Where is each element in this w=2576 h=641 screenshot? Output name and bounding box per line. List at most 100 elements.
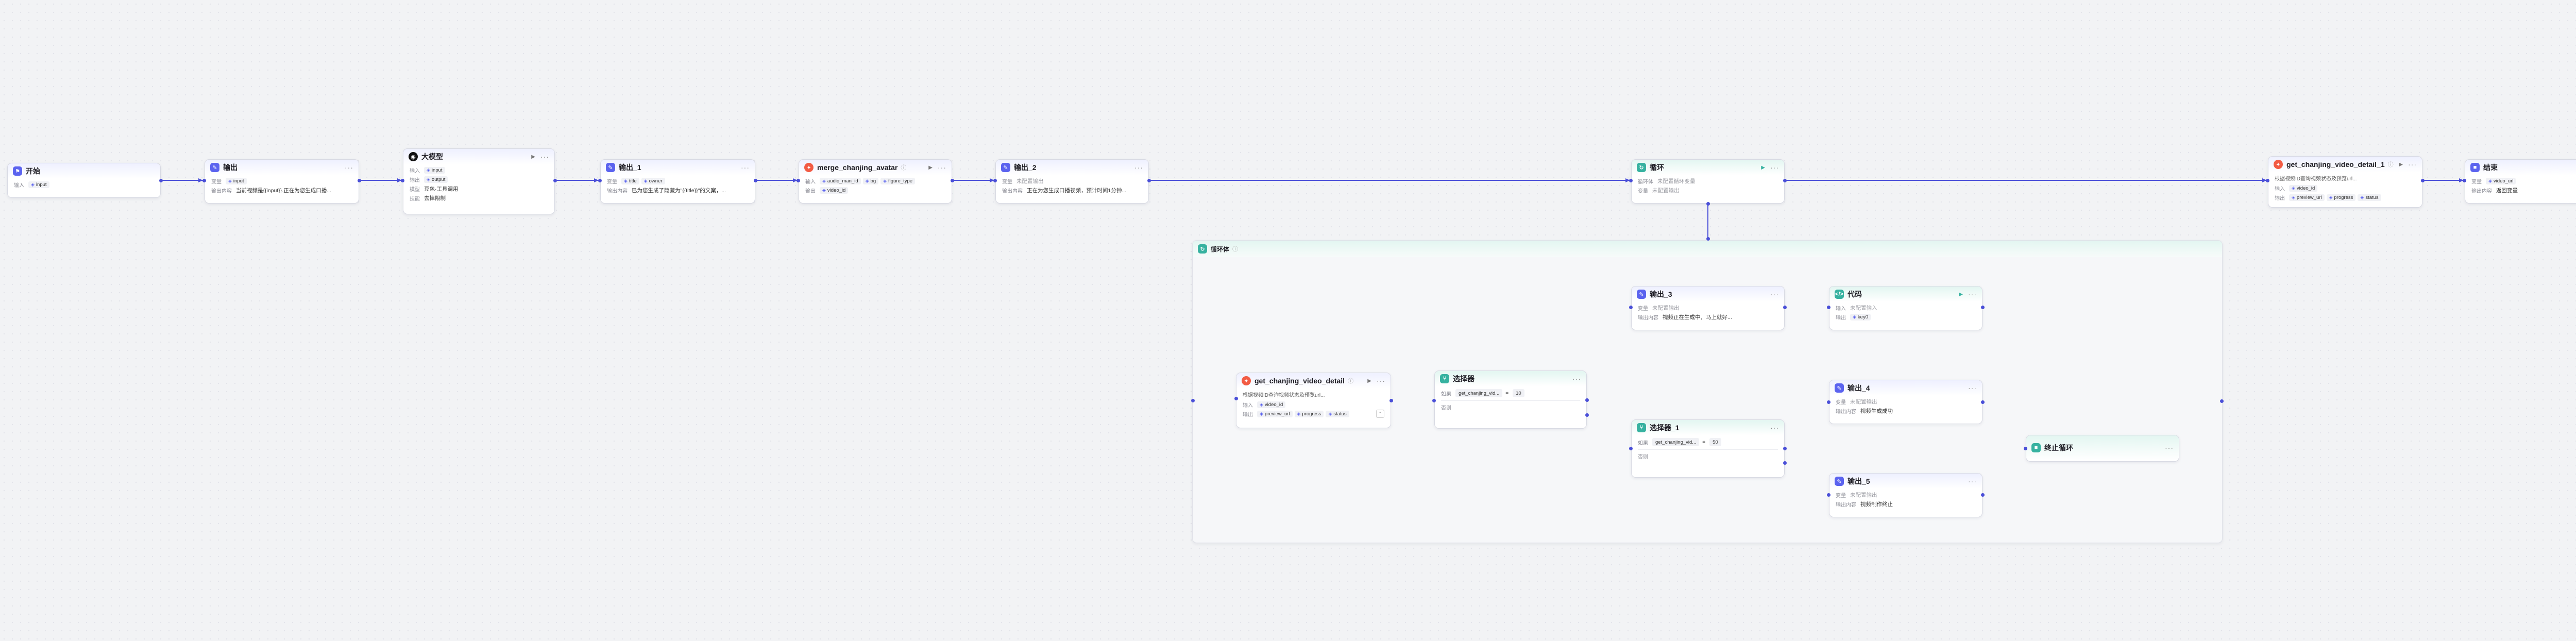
more-icon[interactable]: ···: [540, 153, 549, 161]
port[interactable]: [1389, 399, 1393, 402]
port[interactable]: [1783, 447, 1787, 450]
condition-value[interactable]: 10: [1513, 389, 1524, 397]
field-value: 未配置输出: [1652, 187, 1680, 194]
port[interactable]: [553, 179, 557, 182]
more-icon[interactable]: ···: [938, 163, 946, 172]
port[interactable]: [1981, 400, 1985, 404]
port[interactable]: [1147, 179, 1151, 182]
port[interactable]: [1706, 202, 1710, 206]
more-icon[interactable]: ···: [345, 163, 353, 172]
more-icon[interactable]: ···: [1968, 477, 1977, 485]
port[interactable]: [1629, 306, 1633, 309]
run-icon[interactable]: ▶: [928, 164, 933, 171]
port[interactable]: [754, 179, 757, 182]
port[interactable]: [2463, 179, 2466, 182]
more-icon[interactable]: ···: [1134, 163, 1143, 172]
more-icon[interactable]: ···: [1770, 163, 1779, 172]
node-code[interactable]: </> 代码 ▶ ··· 输入 未配置输入 输出 ◈key0: [1829, 286, 1982, 330]
port[interactable]: [1827, 400, 1831, 404]
port[interactable]: [358, 179, 361, 182]
info-icon[interactable]: ⓘ: [1348, 378, 1354, 384]
port[interactable]: [1783, 179, 1787, 182]
node-llm[interactable]: ◉ 大模型 ▶ ··· 输入 ◈input 输出 ◈output 模型 豆包·工…: [403, 148, 555, 214]
port[interactable]: [2266, 179, 2269, 182]
port[interactable]: [993, 179, 997, 182]
loop-icon: ↻: [1198, 244, 1207, 254]
expand-icon[interactable]: ⌃: [1376, 410, 1384, 418]
port[interactable]: [202, 179, 206, 182]
node-end[interactable]: ■ 结束 变量 ◈video_url 输出内容 返回变量: [2465, 159, 2576, 204]
node-get-chanjing-video-detail-1[interactable]: ✦ get_chanjing_video_detail_1 ⓘ ▶ ··· 根据…: [2268, 156, 2422, 208]
more-icon[interactable]: ···: [741, 163, 750, 172]
node-title: 选择器_1: [1650, 424, 1680, 432]
port[interactable]: [1585, 398, 1589, 402]
port[interactable]: [1629, 179, 1633, 182]
more-icon[interactable]: ···: [1377, 377, 1385, 385]
more-icon[interactable]: ···: [2408, 160, 2417, 168]
run-icon[interactable]: ▶: [1367, 378, 1371, 384]
port[interactable]: [796, 179, 800, 182]
port[interactable]: [1191, 399, 1195, 402]
node-output[interactable]: ✎ 输出 ··· 变量 ◈input 输出内容 当前视频是{{input}}.正…: [205, 159, 359, 204]
divider: [1638, 449, 1778, 450]
node-output-1[interactable]: ✎ 输出_1 ··· 变量 ◈title ◈owner 输出内容 已为您生成了隐…: [600, 159, 755, 204]
var-tag: ◈audio_man_id: [820, 177, 861, 184]
port[interactable]: [2024, 447, 2027, 450]
port[interactable]: [1827, 493, 1831, 497]
port[interactable]: [951, 179, 954, 182]
port[interactable]: [2421, 179, 2425, 182]
field-label: 输出内容: [211, 188, 232, 194]
port[interactable]: [1629, 447, 1633, 450]
port[interactable]: [1981, 306, 1985, 309]
run-icon[interactable]: ▶: [531, 154, 535, 160]
field-label: 输出: [1243, 412, 1253, 418]
node-output-2[interactable]: ✎ 输出_2 ··· 变量 未配置输出 输出内容 正在为您生成口播视频，预计时间…: [995, 159, 1149, 204]
run-icon[interactable]: ▶: [1761, 164, 1765, 171]
port[interactable]: [598, 179, 602, 182]
end-icon: ■: [2470, 163, 2480, 172]
more-icon[interactable]: ···: [1968, 384, 1977, 392]
port[interactable]: [1234, 397, 1238, 400]
skill-value: 去掉限制: [424, 195, 446, 201]
more-icon[interactable]: ···: [1770, 290, 1779, 298]
node-stop-loop[interactable]: ■ 终止循环 ···: [2026, 435, 2179, 462]
node-output-5[interactable]: ✎ 输出_5 ··· 变量 未配置输出 输出内容 视频制作终止: [1829, 473, 1982, 517]
node-selector-1[interactable]: ⑂ 选择器_1 ··· 如果 get_chanjing_vid... = 50 …: [1631, 419, 1785, 478]
more-icon[interactable]: ···: [1770, 424, 1779, 432]
info-icon[interactable]: ⓘ: [1232, 246, 1239, 252]
more-icon[interactable]: ···: [1968, 290, 1977, 298]
code-icon: </>: [1835, 290, 1844, 299]
port[interactable]: [1432, 399, 1436, 402]
port[interactable]: [1706, 237, 1710, 241]
port[interactable]: [1827, 306, 1831, 309]
condition-variable[interactable]: get_chanjing_vid...: [1652, 438, 1700, 446]
node-loop[interactable]: ↻ 循环 ▶ ··· 循环体 未配置循环变量 变量 未配置输出: [1631, 159, 1785, 204]
port[interactable]: [1783, 306, 1787, 309]
info-icon[interactable]: ⓘ: [2387, 162, 2394, 168]
node-output-3[interactable]: ✎ 输出_3 ··· 变量 未配置输出 输出内容 视频正在生成中，马上就好...: [1631, 286, 1785, 330]
port[interactable]: [1981, 493, 1985, 497]
node-description: 根据视频ID查询视频状态及预览url...: [1243, 393, 1325, 398]
port[interactable]: [401, 179, 404, 182]
more-icon[interactable]: ···: [2165, 444, 2174, 452]
port[interactable]: [2220, 399, 2224, 403]
condition-variable[interactable]: get_chanjing_vid...: [1455, 389, 1503, 397]
condition-value[interactable]: 50: [1709, 438, 1721, 446]
more-icon[interactable]: ···: [1572, 375, 1581, 383]
run-icon[interactable]: ▶: [1959, 291, 1963, 297]
port[interactable]: [1585, 413, 1589, 417]
field-label: 变量: [1836, 399, 1846, 406]
run-icon[interactable]: ▶: [2399, 161, 2403, 167]
condition-operator: =: [1505, 390, 1509, 396]
node-get-chanjing-video-detail[interactable]: ✦ get_chanjing_video_detail ⓘ ▶ ··· 根据视频…: [1236, 373, 1391, 428]
node-output-4[interactable]: ✎ 输出_4 ··· 变量 未配置输出 输出内容 视频生成成功: [1829, 380, 1982, 424]
field-value: 正在为您生成口播视频，预计时间1分钟...: [1027, 187, 1127, 194]
node-merge-chanjing-avatar[interactable]: ✦ merge_chanjing_avatar ⓘ ▶ ··· 输入 ◈audi…: [799, 159, 952, 204]
field-label: 输出内容: [1836, 502, 1856, 508]
node-start[interactable]: ⚑ 开始 输入 ◈input: [7, 163, 161, 198]
info-icon[interactable]: ⓘ: [901, 165, 907, 171]
port[interactable]: [1783, 461, 1787, 465]
port[interactable]: [159, 179, 163, 182]
node-selector[interactable]: ⑂ 选择器 ··· 如果 get_chanjing_vid... = 10 否则: [1434, 370, 1587, 429]
